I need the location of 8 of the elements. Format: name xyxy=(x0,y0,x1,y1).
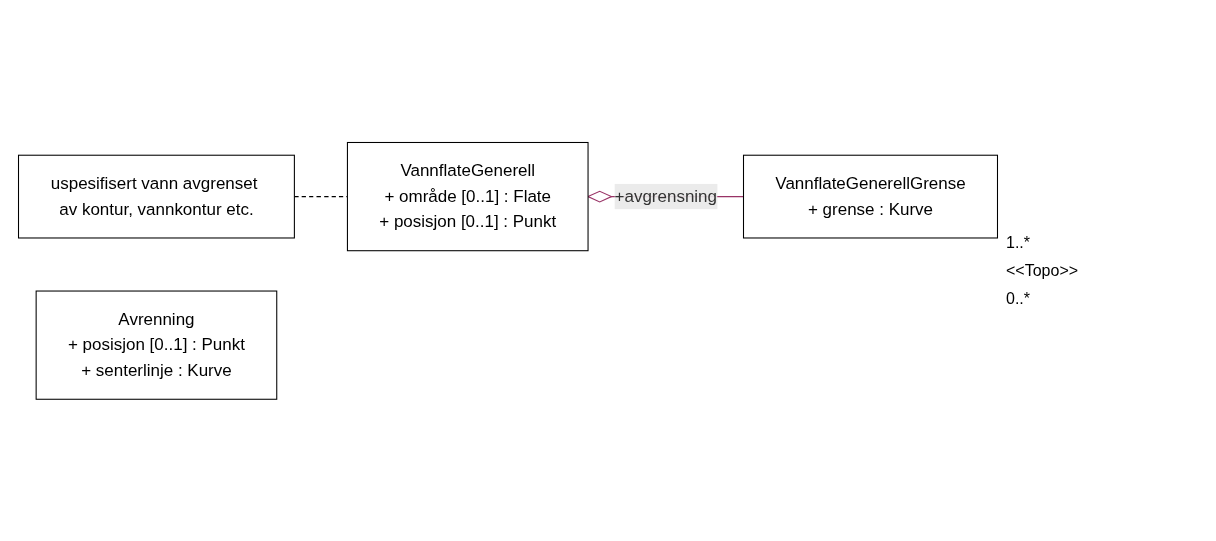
multiplicity-label: 1..* xyxy=(1006,233,1031,252)
multiplicity-label: 0..* xyxy=(1006,289,1031,308)
node-box: VannflateGenerellGrense + grense : Kurve xyxy=(742,154,998,239)
edge-label: +avgrensning xyxy=(614,186,717,205)
node-box: VannflateGenerell + område [0..1] : Flate + posisjon [0..1] : Punkt xyxy=(346,141,589,251)
node-box: Avrenning + posisjon [0..1] : Punkt + senterlinje : Kurve xyxy=(35,290,278,400)
multiplicity-label: <<Topo>> xyxy=(1006,261,1080,280)
node-box: uspesifisert vann avgrenset av kontur, vannkontur etc. xyxy=(18,154,295,239)
